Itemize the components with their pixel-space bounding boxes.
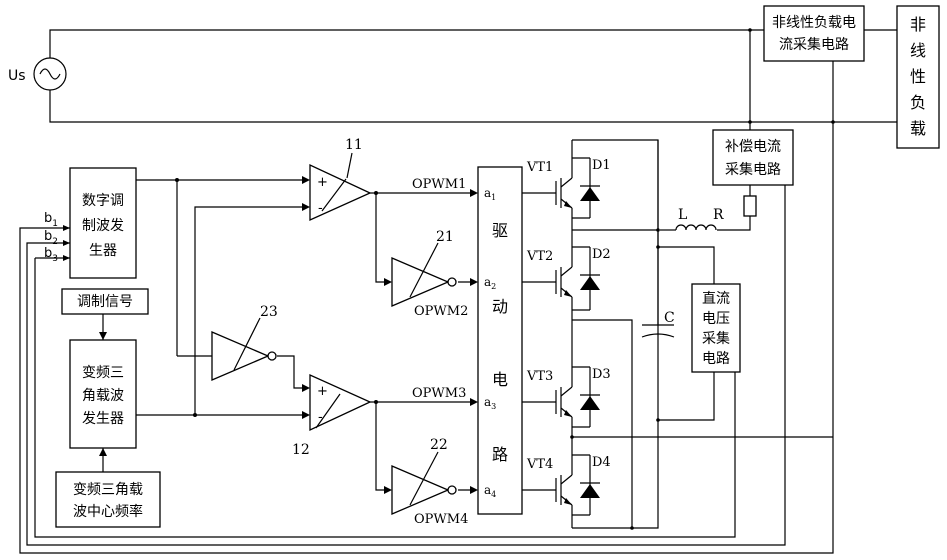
b1-label: b1 <box>44 211 58 229</box>
modulation-signal-label: 调制信号 <box>77 294 133 310</box>
comp12-plus: + <box>317 384 328 399</box>
pwm-wires <box>370 189 478 494</box>
source-label: Us <box>8 68 26 84</box>
comp-current-sensor-line2: 采集电路 <box>725 161 781 178</box>
vt3-label: VT3 <box>526 369 553 384</box>
b2-label: b2 <box>44 229 58 247</box>
dc-voltage-sensor-line2: 电压 <box>702 311 730 327</box>
digital-modulator-line1: 数字调 <box>82 193 124 209</box>
dc-voltage-sensor-line4: 电路 <box>702 351 730 367</box>
driver-char-2: 动 <box>492 297 508 316</box>
comp12-minus: - <box>318 410 323 425</box>
driver-char-3: 电 <box>492 370 508 389</box>
vt4-label: VT4 <box>526 457 553 472</box>
gate-wires <box>522 193 556 490</box>
digital-modulator-line3: 生器 <box>89 243 117 259</box>
d3-label: D3 <box>592 367 611 382</box>
nonlinear-load-label: 非线性负载 <box>910 15 926 138</box>
vt2-symbol <box>556 267 600 297</box>
ref-23: 23 <box>260 304 278 320</box>
driver-char-4: 路 <box>492 445 508 464</box>
vt2-label: VT2 <box>526 249 553 264</box>
comp11-plus: + <box>317 175 328 190</box>
ref-22: 22 <box>430 437 448 453</box>
inverter-23 <box>212 332 268 380</box>
carrier-generator-line2: 角载波 <box>82 388 124 404</box>
resistor <box>744 196 756 216</box>
carrier-generator-line1: 变频三 <box>82 365 124 381</box>
dc-voltage-sensor-line3: 采集 <box>702 330 730 347</box>
comp11-minus: - <box>318 201 323 216</box>
ac-source <box>34 58 66 90</box>
carrier-center-freq-line2: 波中心频率 <box>73 503 143 520</box>
digital-modulator-line2: 制波发 <box>82 218 124 234</box>
resistor-label: R <box>713 207 724 223</box>
control-wires <box>136 176 310 419</box>
opwm1-label: OPWM1 <box>412 177 466 192</box>
load-current-sensor-line1: 非线性负载电 <box>772 15 856 31</box>
inductor <box>660 225 716 230</box>
opwm3-label: OPWM3 <box>412 386 466 401</box>
load-current-sensor-line2: 流采集电路 <box>779 36 849 53</box>
opwm2-label: OPWM2 <box>414 304 468 319</box>
dc-voltage-sensor-line1: 直流 <box>702 290 730 307</box>
ref-11: 11 <box>345 137 363 153</box>
ref-21: 21 <box>436 229 454 245</box>
vt1-label: VT1 <box>526 160 553 175</box>
comp-current-sensor-line1: 补偿电流 <box>725 139 781 155</box>
driver-char-1: 驱 <box>492 221 508 240</box>
b3-label: b3 <box>44 246 58 264</box>
carrier-generator-line3: 发生器 <box>82 411 124 427</box>
vt1-symbol <box>556 178 600 208</box>
inverter-21 <box>392 258 448 306</box>
carrier-center-freq-line1: 变频三角载 <box>73 482 143 498</box>
ref-12: 12 <box>292 442 310 458</box>
arrow-freq-to-carrier <box>99 448 107 456</box>
inductor-label: L <box>678 207 687 223</box>
d2-label: D2 <box>592 247 611 262</box>
d1-label: D1 <box>592 158 611 173</box>
arrow-mod-to-carrier <box>99 332 107 340</box>
inverter-22 <box>392 466 448 514</box>
vt3-symbol <box>556 387 600 417</box>
opwm4-label: OPWM4 <box>414 512 468 527</box>
d4-label: D4 <box>592 455 611 470</box>
capacitor-label: C <box>664 310 675 326</box>
vt4-symbol <box>556 475 600 505</box>
